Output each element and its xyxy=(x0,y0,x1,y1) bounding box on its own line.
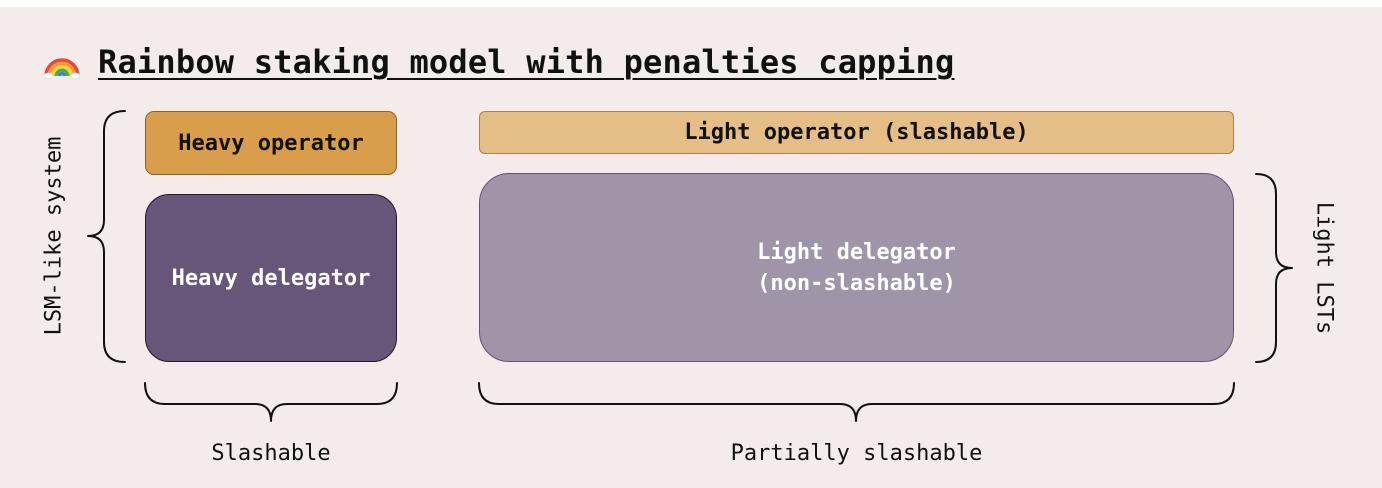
right-group-label-text: Light LSTs xyxy=(1311,201,1337,335)
right-brace xyxy=(1255,173,1293,363)
bottom-right-label: Partially slashable xyxy=(730,441,983,466)
rainbow-icon xyxy=(44,58,80,80)
light-delegator-label-line2: (non-slashable) xyxy=(757,270,956,296)
light-delegator-label-line1: Light delegator xyxy=(757,239,956,265)
bottom-left-brace xyxy=(144,382,398,422)
bottom-left-label: Slashable xyxy=(211,441,331,466)
heavy-operator-label: Heavy operator xyxy=(178,130,364,156)
diagram-title: Rainbow staking model with penalties cap… xyxy=(44,40,955,84)
left-group-label-text: LSM-like system xyxy=(41,136,67,336)
heavy-delegator-label: Heavy delegator xyxy=(171,265,371,291)
left-brace xyxy=(87,110,126,363)
heavy-operator-box: Heavy operator xyxy=(145,111,397,175)
light-operator-box: Light operator (slashable) xyxy=(479,111,1234,154)
light-delegator-box: Light delegator (non-slashable) xyxy=(479,173,1234,362)
light-operator-label: Light operator (slashable) xyxy=(684,120,1029,145)
bottom-right-brace xyxy=(478,382,1235,422)
heavy-delegator-box: Heavy delegator xyxy=(145,194,397,362)
page-title: Rainbow staking model with penalties cap… xyxy=(98,43,955,81)
